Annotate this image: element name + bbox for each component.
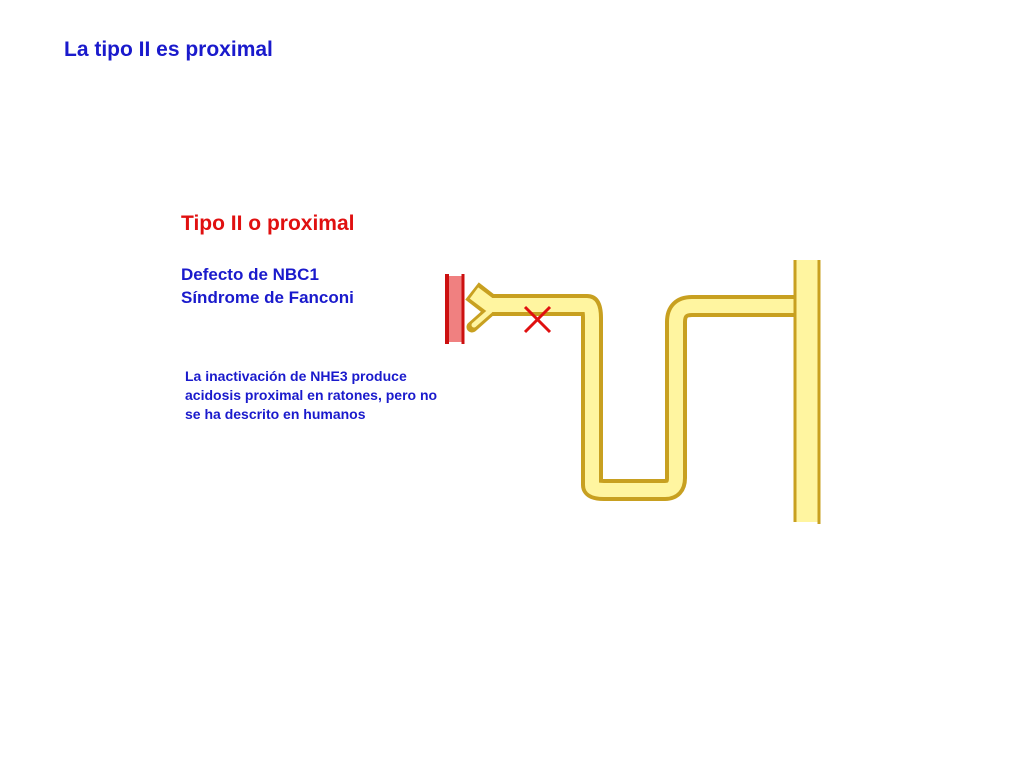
tubule-outline [465, 282, 806, 501]
tubule-fill-lower-branch [471, 308, 493, 328]
vessel-bar [445, 274, 465, 344]
note-line: La inactivación de NHE3 produce [185, 368, 407, 384]
defect-item-fanconi: Síndrome de Fanconi [181, 288, 354, 307]
vessel-fill [445, 276, 464, 342]
collecting-duct-fill [795, 260, 819, 522]
slide-title: La tipo II es proximal [64, 38, 273, 61]
block-mark-icon [523, 305, 552, 334]
renal-tubule [465, 282, 806, 501]
nhe3-note: La inactivación de NHE3 produce acidosis… [185, 367, 485, 424]
collecting-duct [793, 260, 821, 524]
note-line: se ha descrito en humanos [185, 406, 366, 422]
defect-item-nbc1: Defecto de NBC1 [181, 265, 319, 284]
defect-list: Defecto de NBC1 Síndrome de Fanconi [181, 263, 354, 309]
note-line: acidosis proximal en ratones, pero no [185, 387, 438, 403]
tubule-fill [469, 287, 806, 497]
subtitle: Tipo II o proximal [181, 212, 355, 235]
